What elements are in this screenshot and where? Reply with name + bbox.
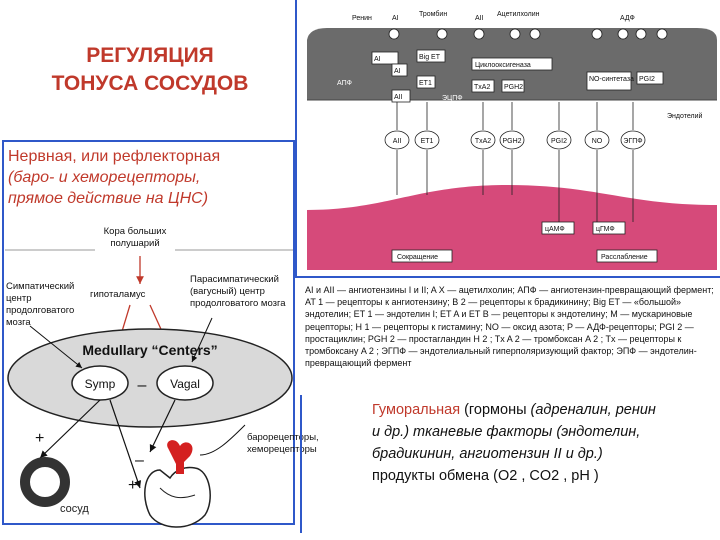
aii-box-label: AII <box>394 94 403 101</box>
receptor-label-0: AII <box>393 138 402 145</box>
vagal-label: Vagal <box>170 377 200 391</box>
apf-label: АПФ <box>337 80 352 87</box>
symp-pointer <box>29 325 83 369</box>
camp-label: цАМФ <box>545 226 565 233</box>
receptor-label-4: PGI2 <box>551 138 567 145</box>
abbreviations-legend: AI и AII — ангиотензины I и II; A X — ац… <box>305 285 714 369</box>
cyclooxygenase-label: Циклооксигеназа <box>475 62 531 69</box>
et1-label: ET1 <box>419 80 432 87</box>
pgi2-box-label: PGI2 <box>639 76 655 83</box>
title-line-2: ТОНУСА СОСУДОВ <box>51 72 249 95</box>
vagal-pointer <box>191 317 213 363</box>
big-et-label: Big ET <box>419 54 441 61</box>
vagal-to-heart <box>149 399 176 453</box>
ai-top-label: AI <box>392 15 399 22</box>
aii-top-label: AII <box>475 15 484 22</box>
cortex-label: Кора больших полушарий <box>103 226 167 249</box>
no-synthase-label: NO-синтетаза <box>589 76 634 83</box>
receptor-0 <box>384 130 410 150</box>
medullary-centers-ellipse <box>7 328 293 428</box>
vessel-label: сосуд <box>60 503 89 515</box>
pgh2-label: PGH2 <box>504 84 523 91</box>
plus-sign-heart: + <box>128 477 137 494</box>
receptor-label-6: ЭГПФ <box>623 138 642 145</box>
humoral-frame <box>300 395 720 533</box>
endothelium-label: Эндотелий <box>667 112 703 120</box>
receptor-label-5: NO <box>592 138 603 145</box>
parasympathetic-center-label: Парасимпатический (вагусный) центр продо… <box>190 274 286 309</box>
endothelium-diagram: Ренин AI Тромбин AII Ацетилхолин АДФ AI … <box>307 10 717 270</box>
humoral-line-3: брадикинин, ангиотензин II и др.) <box>372 446 603 462</box>
sympathetic-center-label: Симпатический центр продолговатого мозга <box>6 281 75 328</box>
baroreceptors-label: барорецепторы, хеморецепторы <box>247 432 319 455</box>
neural-line-1: Нервная, или рефлекторная <box>8 148 221 165</box>
endothelium-diagram-frame <box>295 0 720 278</box>
contraction-label: Сокращение <box>397 254 438 261</box>
neural-regulation-frame <box>2 140 295 525</box>
neural-reflex-diagram: Medullary “Centers” Symp Vagal – + – + <box>5 249 293 528</box>
vagal-ellipse <box>156 365 214 401</box>
receptor-3 <box>499 130 525 150</box>
neural-regulation-text: Нервная, или рефлекторная (баро- и хемор… <box>8 146 293 209</box>
adp-label: АДФ <box>620 15 635 22</box>
ecpf-label: ЭЦПФ <box>442 95 463 102</box>
receptor-label-1: ET1 <box>421 138 434 145</box>
hypothalamus-label: гипоталамус <box>90 289 146 300</box>
minus-sign-center: – <box>138 377 147 394</box>
symp-to-heart <box>109 399 142 489</box>
relaxation-label: Расслабление <box>601 253 648 261</box>
medullary-label: Medullary “Centers” <box>82 342 217 358</box>
ach-label: Ацетилхолин <box>497 11 540 18</box>
receptor-4 <box>546 130 572 150</box>
receptor-1 <box>414 130 440 150</box>
humoral-line-2: и др.) тканевые факторы (эндотелин, <box>372 424 641 440</box>
heart-icon <box>144 440 211 528</box>
humoral-regulation-text: Гуморальная (гормоны (адреналин, ренин и… <box>372 399 720 487</box>
humoral-line-1: Гуморальная (гормоны (адреналин, ренин <box>372 402 656 418</box>
receptor-2 <box>470 130 496 150</box>
humoral-line-4: продукты обмена (O2 , CO2 , pH ) <box>372 468 599 484</box>
plus-sign-vessel: + <box>35 430 44 447</box>
cgmp-label: цГМФ <box>596 226 615 233</box>
receptor-5 <box>584 130 610 150</box>
receptor-label-2: TxA2 <box>475 138 491 145</box>
neural-line-2: (баро- и хеморецепторы, <box>8 169 201 186</box>
smooth-muscle-layer <box>307 185 717 270</box>
txa2-label: TxA2 <box>474 84 490 91</box>
thrombin-label: Тромбин <box>419 10 447 18</box>
baro-feedback-line <box>199 424 246 456</box>
receptor-row: AII ET1 TxA2 PGH2 PGI2 NO ЭГПФ <box>384 130 646 150</box>
renin-label: Ренин <box>352 15 372 22</box>
ai-box-label: AI <box>374 56 381 63</box>
receptor-6 <box>620 130 646 150</box>
neural-line-3: прямое действие на ЦНС) <box>8 190 209 207</box>
receptor-label-3: PGH2 <box>502 138 521 145</box>
vessel-ring-icon <box>20 457 70 507</box>
title-line-1: РЕГУЛЯЦИЯ <box>86 44 214 67</box>
ai-inner-label: AI <box>394 68 401 75</box>
page-title: РЕГУЛЯЦИЯ ТОНУСА СОСУДОВ <box>0 42 300 98</box>
symp-label: Symp <box>85 377 116 391</box>
minus-sign-heart: – <box>135 452 144 469</box>
symp-to-vessel <box>39 399 101 459</box>
